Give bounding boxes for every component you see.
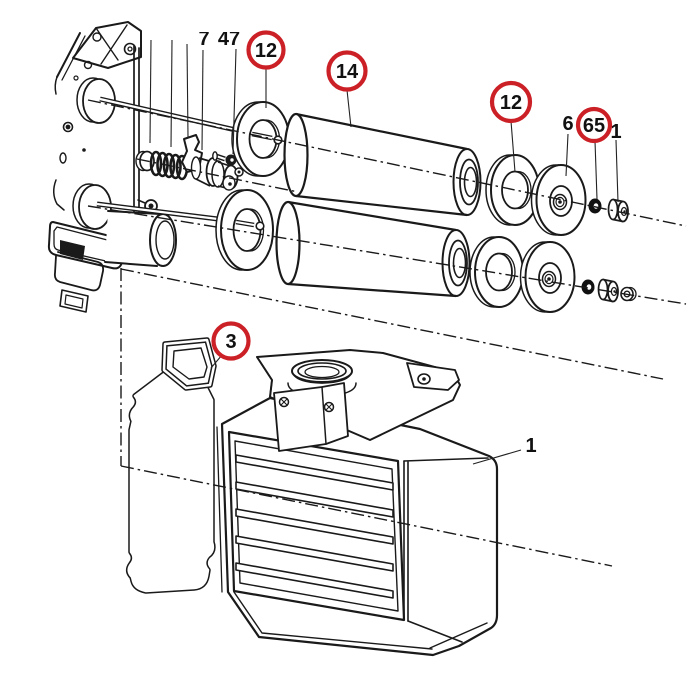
pedestal [273,382,349,452]
top-bracket [72,21,142,69]
pin [212,151,237,166]
gasket [126,337,217,594]
svg-text:3: 3 [225,331,236,353]
washer-front-lower [215,189,274,271]
svg-text:12: 12 [500,92,522,114]
axis-lower-row [87,205,687,305]
roller-cylinder-lower [275,200,471,298]
label-7: 7 [198,28,209,50]
svg-text:12: 12 [255,40,277,62]
o-ring-upper [588,198,602,214]
crop-mask [186,0,254,32]
svg-text:65: 65 [583,115,605,137]
axis-valve [136,158,299,193]
boundary-bottom [120,465,613,567]
o-ring-lower [581,279,595,295]
callout-12-rear: 12 [489,80,533,124]
callout-3: 3 [211,321,251,361]
louvered-cover [216,349,499,657]
roller-cylinder-upper [283,112,482,217]
shaft-tip-lower [235,219,265,231]
mini-washer-lower [620,286,637,302]
pump-body [47,21,177,313]
cover-top-flange [256,349,461,452]
callout-12-front: 12 [246,30,286,70]
pulley-disc-upper [530,164,587,236]
label-1-cover: 1 [525,435,536,457]
label-1-right: 1 [610,121,621,143]
filler-port [287,359,357,397]
drive-shaft-lower [96,201,227,223]
washer-rear-lower [469,236,524,308]
drive-shaft-upper [99,96,241,134]
body-cylinder [104,210,177,267]
label-6: 6 [562,113,573,135]
shaft-boss-upper [76,77,116,124]
label-47: 47 [218,28,240,50]
svg-text:14: 14 [336,61,359,83]
cap-nut-lower [597,278,619,303]
callout-65: 65 [575,106,613,144]
callout-14: 14 [326,50,368,92]
pulley-disc-lower [519,241,576,313]
cap-nut-upper [607,198,629,223]
leader-lines [149,39,619,465]
callout-circles: 12 14 12 65 3 [211,30,613,361]
valve-assembly [181,134,244,191]
louver-panel [227,430,406,622]
boundary-top [120,268,664,380]
